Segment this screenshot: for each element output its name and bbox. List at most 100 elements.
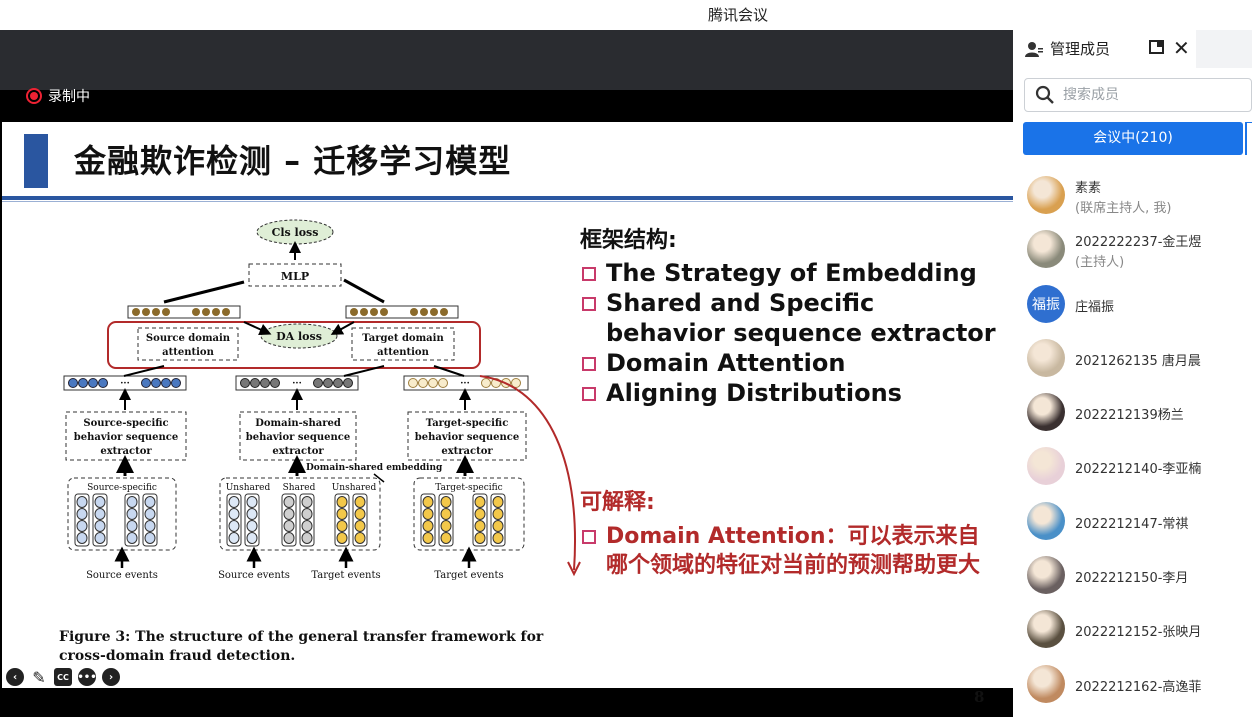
event-column (299, 493, 315, 547)
recording-bar (0, 90, 1013, 122)
shared-embedding-label: Domain-shared embedding (306, 463, 443, 473)
framework-figure: Cls loss MLP (63, 219, 529, 581)
search-input[interactable] (1063, 85, 1243, 105)
member-row[interactable]: 素素 (联席主持人, 我) (1013, 170, 1252, 224)
member-name: 素素 (1075, 181, 1102, 196)
avatar (1027, 610, 1065, 649)
avatar (1027, 230, 1065, 269)
more-icon[interactable]: ••• (77, 668, 97, 686)
members-icon (1025, 42, 1043, 57)
event-node (76, 532, 88, 544)
event-node (246, 532, 258, 544)
recording-indicator[interactable]: 录制中 (26, 86, 90, 106)
event-column (124, 493, 140, 547)
shared-extractor-1: Domain-shared (255, 418, 341, 429)
event-node (301, 508, 313, 520)
popout-icon[interactable] (1149, 39, 1165, 55)
framework-heading: 框架结构: (580, 228, 677, 253)
event-node (76, 520, 88, 532)
source-attention-label-2: attention (162, 347, 214, 358)
member-name: 2022212152-张映月 (1075, 625, 1202, 641)
event-node (76, 496, 88, 508)
member-row[interactable]: 2022212162-高逸菲 (1013, 659, 1252, 713)
presentation-slide: 金融欺诈检测 – 迁移学习模型 Cls loss MLP (2, 122, 1013, 706)
dots-label: ··· (460, 379, 469, 389)
member-row[interactable]: 2022212139杨兰 (1013, 387, 1252, 441)
event-node (336, 532, 348, 544)
source-attention-label-1: Source domain (146, 333, 231, 344)
event-node (422, 520, 434, 532)
event-node (246, 508, 258, 520)
member-name: 2022212150-李月 (1075, 571, 1189, 587)
event-node (492, 508, 504, 520)
event-node (474, 520, 486, 532)
member-row[interactable]: 2022212140-李亚楠 (1013, 441, 1252, 495)
video-top-band (0, 30, 1013, 90)
framework-item: Aligning Distributions (580, 378, 1000, 408)
interpretability-heading: 可解释: (580, 490, 655, 515)
tab-next-edge[interactable] (1245, 122, 1252, 155)
source-extractor-3: extractor (100, 446, 152, 457)
member-search[interactable] (1024, 78, 1252, 112)
mlp-box (248, 263, 342, 287)
shared-events-block (219, 477, 381, 551)
close-icon[interactable]: ✕ (1173, 36, 1190, 60)
shared-screen-area: 录制中 金融欺诈检测 – 迁移学习模型 Cls loss (0, 30, 1013, 717)
avatar (1027, 447, 1065, 486)
member-name: 2022212162-高逸菲 (1075, 679, 1202, 695)
event-node (228, 520, 240, 532)
pen-icon[interactable]: ✎ (32, 667, 46, 687)
tab-in-meeting[interactable]: 会议中(210) (1023, 122, 1243, 155)
framework-list: 框架结构: The Strategy of Embedding Shared a… (580, 222, 1000, 408)
event-node (492, 520, 504, 532)
event-node (492, 532, 504, 544)
back-icon[interactable]: ‹ (6, 668, 24, 686)
title-accent-bar (24, 134, 48, 188)
source-events-block (67, 477, 177, 551)
framework-item-text: Aligning Distributions (606, 379, 902, 407)
shared-label: Shared (283, 483, 316, 493)
event-node (354, 508, 366, 520)
framework-item: Domain Attention (580, 348, 1000, 378)
members-panel-header: 管理成员 ✕ (1013, 30, 1252, 68)
event-node (246, 520, 258, 532)
event-column (74, 493, 90, 547)
event-column (281, 493, 297, 547)
forward-icon[interactable]: › (102, 668, 120, 686)
event-node (144, 532, 156, 544)
slide-page-number: 8 (974, 688, 985, 706)
avatar (1027, 501, 1065, 540)
interpretability-item: Domain Attention：可以表示来自哪个领域的特征对当前的预测帮助更大 (580, 522, 980, 580)
member-row[interactable]: 2022212152-张映月 (1013, 604, 1252, 658)
member-row[interactable]: 2021262135 唐月晨 (1013, 333, 1252, 387)
dots-label: ··· (120, 379, 129, 389)
cc-icon[interactable]: CC (54, 668, 72, 686)
member-name: 庄福振 (1075, 299, 1115, 315)
member-row[interactable]: 2022212147-常祺 (1013, 496, 1252, 550)
source-attention-box (137, 327, 239, 361)
event-node (354, 520, 366, 532)
event-node (474, 532, 486, 544)
event-node (126, 496, 138, 508)
member-name: 2022212140-李亚楠 (1075, 462, 1202, 478)
event-column (438, 493, 454, 547)
event-node (301, 520, 313, 532)
unshared-label-2: Unshared (332, 483, 377, 493)
member-row[interactable]: 2022222237-金王煜(主持人) (1013, 224, 1252, 278)
event-node (76, 508, 88, 520)
member-row[interactable]: 2022212150-李月 (1013, 550, 1252, 604)
avatar (1027, 556, 1065, 595)
bullet-square-icon (582, 357, 596, 371)
event-node (440, 520, 452, 532)
member-role: (联席主持人, 我) (1075, 201, 1172, 216)
event-node (422, 496, 434, 508)
interpretability-block: 可解释: Domain Attention：可以表示来自哪个领域的特征对当前的预… (580, 484, 980, 580)
window-title: 腾讯会议 (707, 6, 768, 24)
member-row[interactable]: 福振庄福振 (1013, 279, 1252, 333)
member-name: 2022212139杨兰 (1075, 408, 1184, 424)
record-icon (26, 88, 42, 104)
event-column (420, 493, 436, 547)
event-node (94, 520, 106, 532)
source-events-label-2: Source events (218, 570, 290, 581)
